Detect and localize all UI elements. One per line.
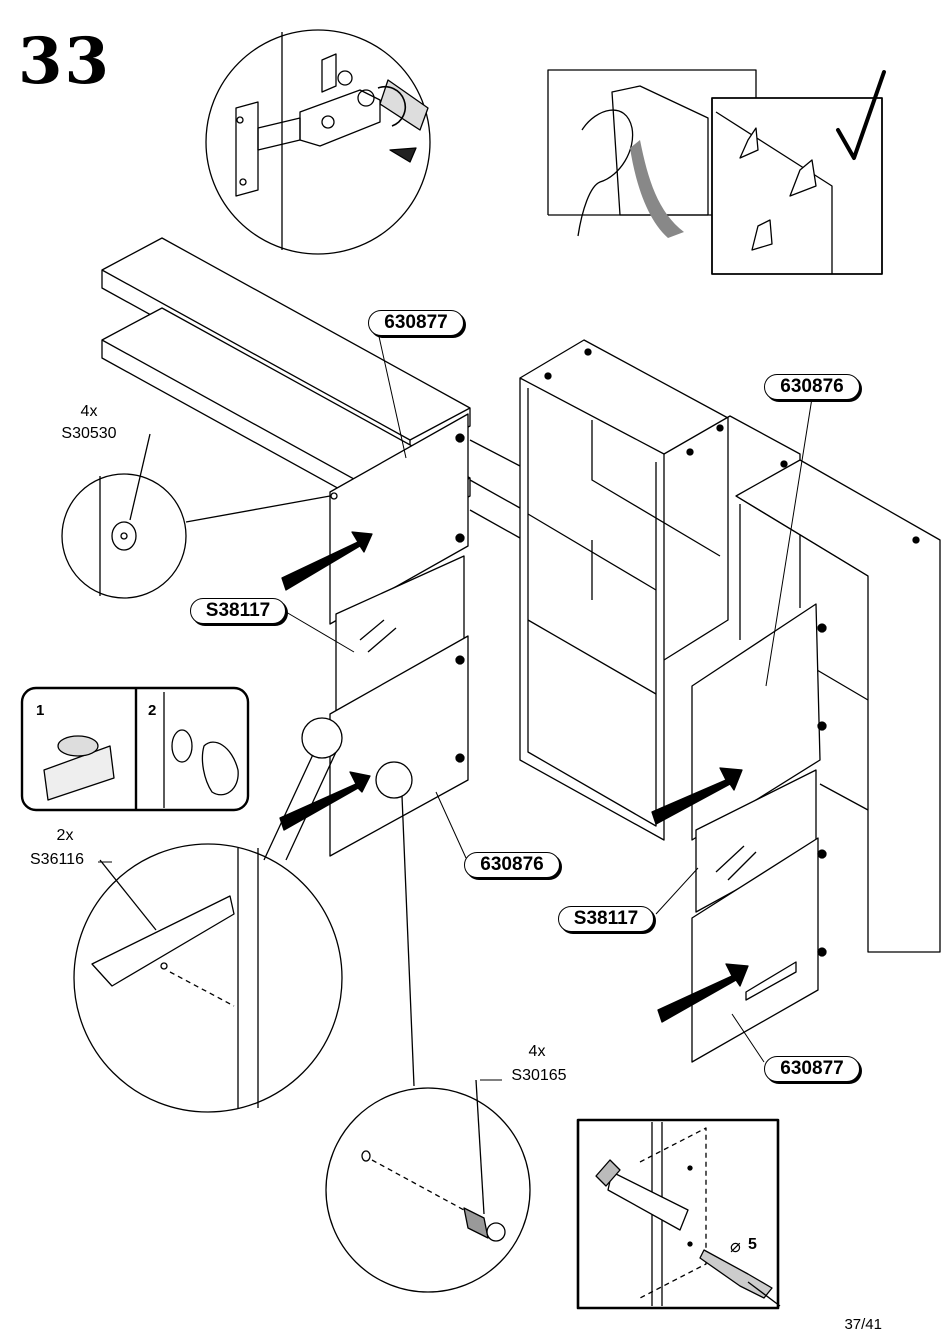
part-label-door-right-lower: 630877 (764, 1056, 860, 1082)
part-label-door-left-lower: 630876 (464, 852, 560, 878)
screw-quantity: 4x (528, 1043, 546, 1060)
handle-code: S36116 (30, 851, 84, 868)
right-door-stack (651, 603, 827, 1063)
bumper-quantity: 4x (80, 403, 98, 420)
part-label-door-right-upper: 630876 (764, 374, 860, 400)
screw-code: S30165 (511, 1067, 567, 1084)
part-label-glass-right: S38117 (558, 906, 654, 932)
screw-detail-inset (325, 761, 531, 1293)
drill-inset (576, 1118, 781, 1310)
cabinet-body (519, 339, 941, 953)
drill-diameter-symbol: ⌀ (730, 1236, 741, 1256)
drill-diameter: 5 (748, 1236, 757, 1253)
leader-lines (98, 331, 813, 1081)
inset-step-1: 1 (36, 702, 45, 719)
bumper-detail-inset (61, 433, 331, 599)
step-number: 33 (18, 24, 112, 99)
handle-quantity: 2x (56, 827, 74, 844)
handle-detail-inset (73, 717, 343, 1113)
part-label-door-top-left: 630877 (368, 310, 464, 336)
checkmark-icon (836, 70, 886, 160)
bumper-steps-inset (20, 686, 250, 812)
clean-glass-inset (547, 69, 886, 275)
inset-step-2: 2 (148, 702, 157, 719)
bumper-code: S30530 (61, 425, 117, 442)
pointing-arrow-icon (595, 1159, 621, 1187)
part-label-glass-left: S38117 (190, 598, 286, 624)
left-door-stack (279, 413, 469, 857)
hinge-detail-inset (205, 29, 431, 255)
page-number: 37/41 (844, 1316, 882, 1333)
